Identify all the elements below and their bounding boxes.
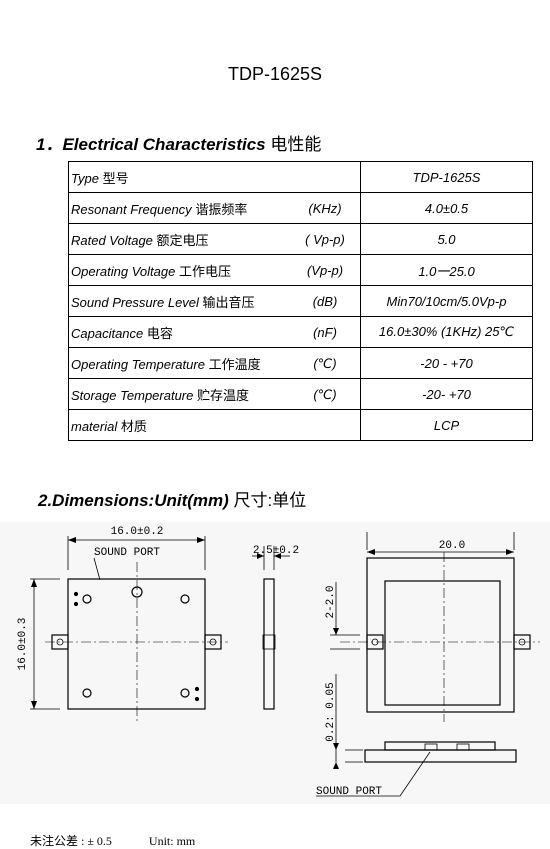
parameter-cell: Operating Voltage 工作电压 (Vp-p) bbox=[68, 254, 361, 286]
parameter-cell: material 材质 bbox=[68, 409, 361, 441]
parameter-unit: (dB) bbox=[312, 294, 338, 309]
parameter-cell: Operating Temperature 工作温度 (℃) bbox=[68, 347, 361, 379]
parameter-label: Operating Voltage bbox=[71, 263, 176, 279]
parameter-unit: ( Vp-p) bbox=[305, 232, 345, 247]
parameter-unit: (Vp-p) bbox=[306, 263, 344, 278]
section-electrical-title-cn: 电性能 bbox=[270, 135, 322, 154]
table-row: Capacitance 电容 (nF) 16.0±30% (1KHz) 25℃ bbox=[68, 316, 533, 348]
front-width-label: 16.0±0.2 bbox=[111, 526, 164, 538]
parameter-label: material bbox=[71, 418, 118, 434]
sound-port-label: SOUND PORT bbox=[94, 547, 160, 559]
parameter-value: Min70/10cm/5.0Vp-p bbox=[360, 285, 533, 317]
parameter-unit: (℃) bbox=[313, 387, 337, 402]
parameter-value: -20 - +70 bbox=[360, 347, 533, 379]
parameter-cell: Resonant Frequency 谐振频率 (KHz) bbox=[68, 192, 361, 224]
section-electrical-heading: 1．Electrical Characteristics 电性能 bbox=[36, 130, 321, 155]
parameter-cell: Capacitance 电容 (nF) bbox=[68, 316, 361, 348]
section-electrical-title: 1．Electrical Characteristics bbox=[36, 135, 266, 154]
parameter-unit: (KHz) bbox=[308, 201, 342, 216]
table-row: Operating Temperature 工作温度 (℃) -20 - +70 bbox=[68, 347, 533, 379]
parameter-label-cn: 工作电压 bbox=[178, 263, 231, 279]
dimension-drawing: 16.0±0.2 SOUND PORT 16.0±0.3 2.5±0.2 20.… bbox=[0, 522, 550, 804]
parameter-value: -20- +70 bbox=[360, 378, 533, 410]
parameter-label-cn: 材质 bbox=[120, 418, 147, 434]
parameter-label-cn: 贮存温度 bbox=[197, 387, 250, 403]
table-row: Storage Temperature 贮存温度 (℃) -20- +70 bbox=[68, 378, 533, 410]
parameter-cell: Storage Temperature 贮存温度 (℃) bbox=[68, 378, 361, 410]
parameter-label-cn: 电容 bbox=[146, 325, 173, 341]
parameter-label: Storage Temperature bbox=[71, 387, 194, 403]
document-title: TDP-1625S bbox=[227, 64, 323, 84]
parameter-value: 5.0 bbox=[360, 223, 533, 255]
parameter-label-cn: 谐振频率 bbox=[195, 201, 248, 217]
parameter-label-cn: 额定电压 bbox=[156, 232, 209, 248]
parameter-label: Sound Pressure Level bbox=[71, 294, 199, 310]
unit-note: Unit: mm bbox=[148, 834, 196, 848]
parameter-label: Rated Voltage bbox=[71, 232, 153, 248]
sound-port-bottom-label: SOUND PORT bbox=[316, 786, 382, 798]
side-thickness-label: 2.5±0.2 bbox=[253, 545, 299, 557]
back-width-label: 20.0 bbox=[439, 540, 465, 552]
section-dimensions-title: 2.Dimensions:Unit(mm) bbox=[38, 491, 229, 510]
parameter-label-cn: 输出音压 bbox=[202, 294, 255, 310]
table-row: Operating Voltage 工作电压 (Vp-p) 1.0一25.0 bbox=[68, 254, 533, 286]
parameter-value: 1.0一25.0 bbox=[360, 254, 533, 286]
table-row: Rated Voltage 额定电压 ( Vp-p) 5.0 bbox=[68, 223, 533, 255]
parameter-label: Operating Temperature bbox=[71, 356, 205, 372]
parameter-cell: Rated Voltage 额定电压 ( Vp-p) bbox=[68, 223, 361, 255]
parameter-value: TDP-1625S bbox=[360, 161, 533, 193]
parameter-unit: (nF) bbox=[313, 325, 337, 340]
parameter-label: Type bbox=[71, 170, 99, 186]
parameter-unit: (℃) bbox=[313, 356, 337, 371]
tolerance-note: 未注公差 : ± 0.5 bbox=[30, 834, 112, 848]
section-dimensions-title-cn: 尺寸:单位 bbox=[233, 491, 307, 510]
parameter-label: Capacitance bbox=[71, 325, 144, 341]
front-height-label: 16.0±0.3 bbox=[17, 618, 29, 671]
parameter-value: 16.0±30% (1KHz) 25℃ bbox=[360, 316, 533, 348]
table-row: Sound Pressure Level 输出音压 (dB) Min70/10cm/… bbox=[68, 285, 533, 317]
parameter-value: 4.0±0.5 bbox=[360, 192, 533, 224]
parameter-value: LCP bbox=[360, 409, 533, 441]
back-dim-a-label: 2-2.0 bbox=[325, 585, 337, 618]
parameter-label-cn: 型号 bbox=[102, 170, 129, 186]
parameter-label-cn: 工作温度 bbox=[208, 356, 261, 372]
parameter-cell: Sound Pressure Level 输出音压 (dB) bbox=[68, 285, 361, 317]
footer: 未注公差 : ± 0.5 Unit: mm bbox=[30, 832, 195, 849]
back-dim-b-label: 0.2: 0.05 bbox=[325, 682, 337, 741]
parameter-label: Resonant Frequency bbox=[71, 201, 192, 217]
dimension-drawing-svg: 16.0±0.2 SOUND PORT 16.0±0.3 2.5±0.2 20.… bbox=[17, 526, 540, 798]
table-row: Resonant Frequency 谐振频率 (KHz) 4.0±0.5 bbox=[68, 192, 533, 224]
parameter-cell: Type 型号 bbox=[68, 161, 361, 193]
section-dimensions-heading: 2.Dimensions:Unit(mm) 尺寸:单位 bbox=[38, 486, 306, 511]
